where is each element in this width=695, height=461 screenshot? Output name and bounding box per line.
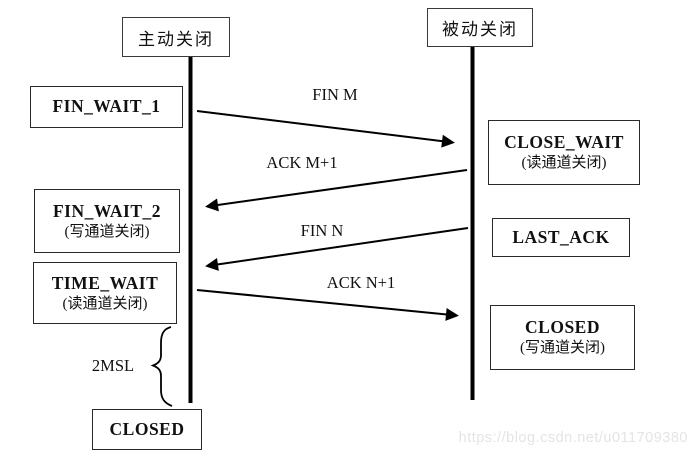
state-note: (读通道关闭) xyxy=(62,295,148,312)
state-name: CLOSE_WAIT xyxy=(504,132,624,153)
state-name: FIN_WAIT_2 xyxy=(52,200,162,221)
fin-m-label: FIN M xyxy=(312,85,358,104)
fin-m-arrow xyxy=(196,110,455,148)
state-box-last-ack: LAST_ACK xyxy=(492,218,630,257)
watermark-url: https://blog.csdn.net/u011709380 xyxy=(458,430,688,446)
ack-n1-arrow xyxy=(196,289,459,321)
2msl-brace xyxy=(150,326,173,407)
state-box-closed-left: CLOSED xyxy=(92,409,202,450)
passive-close-header-box: 被动关闭 xyxy=(427,8,533,47)
fin-n-label: FIN N xyxy=(300,221,344,240)
state-note: (写通道关闭) xyxy=(64,223,150,240)
state-box-close-wait: CLOSE_WAIT (读通道关闭) xyxy=(488,120,640,185)
state-name: CLOSED xyxy=(109,418,185,439)
state-name: CLOSED xyxy=(525,317,600,338)
active-close-label: 主动关闭 xyxy=(138,29,214,49)
state-box-closed-right: CLOSED (写通道关闭) xyxy=(490,305,635,370)
state-box-time-wait: TIME_WAIT (读通道关闭) xyxy=(33,262,177,324)
passive-close-label: 被动关闭 xyxy=(442,20,518,39)
state-note: (写通道关闭) xyxy=(520,340,605,357)
state-name: TIME_WAIT xyxy=(51,272,159,293)
fin-n-arrow xyxy=(205,227,469,271)
2msl-label: 2MSL xyxy=(91,356,135,375)
ack-n1-label: ACK N+1 xyxy=(326,273,396,292)
active-close-header-box: 主动关闭 xyxy=(122,17,230,57)
ack-m1-arrow xyxy=(205,169,468,212)
state-box-fin-wait-1: FIN_WAIT_1 xyxy=(30,86,183,128)
ack-m1-label: ACK M+1 xyxy=(266,153,338,172)
state-name: FIN_WAIT_1 xyxy=(52,96,161,117)
state-note: (读通道关闭) xyxy=(521,155,607,172)
state-box-fin-wait-2: FIN_WAIT_2 (写通道关闭) xyxy=(34,189,180,253)
state-name: LAST_ACK xyxy=(512,226,610,247)
